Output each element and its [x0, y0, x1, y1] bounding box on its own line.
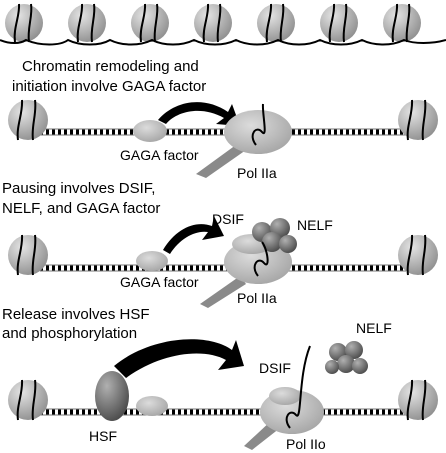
nucleosome [398, 99, 438, 141]
panel-3-caption-line-2: and phosphorylation [2, 325, 137, 342]
panel-1-gaga-label: GAGA factor [120, 147, 199, 163]
panel-1-caption-line-2: initiation involve GAGA factor [12, 78, 206, 95]
nucleosome [194, 3, 232, 43]
panel-2-dsif-label: DSIF [212, 211, 244, 227]
dna-strand [40, 408, 406, 416]
nucleosome [5, 3, 43, 43]
nucleosome [398, 234, 438, 276]
nelf-complex-shape [252, 218, 297, 253]
pol-iia-complex [200, 218, 297, 308]
panel-3-hsf-label: HSF [89, 428, 117, 444]
nucleosome [398, 379, 438, 421]
pol-iio-complex [244, 345, 324, 450]
nucleosome [8, 379, 48, 421]
dna-strand [40, 264, 406, 272]
dna-strand [40, 128, 406, 136]
nucleosome [68, 3, 106, 43]
panel-1-caption-line-1: Chromatin remodeling and [22, 58, 199, 75]
nucleosome [8, 99, 48, 141]
panel-1-pol-label: Pol IIa [237, 165, 277, 181]
panel-3-pol-label: Pol IIo [286, 436, 326, 452]
panel-2-nelf-label: NELF [297, 217, 333, 233]
nelf-released-shape [325, 341, 368, 374]
panel-3-nelf-label: NELF [356, 320, 392, 336]
panel-2-pol-label: Pol IIa [237, 290, 277, 306]
hsf-shape [95, 371, 129, 421]
panel-3-caption-line-1: Release involves HSF [2, 306, 150, 323]
nucleosome [320, 3, 358, 43]
pol-iia-complex [196, 103, 292, 178]
panel-2-caption-line-2: NELF, and GAGA factor [2, 200, 160, 217]
recruitment-arrow [163, 216, 224, 254]
recruitment-arrow [158, 102, 240, 126]
nucleosome [257, 3, 295, 43]
release-arrow [114, 339, 244, 378]
gaga-factor-shape [136, 396, 168, 416]
nucleosome [131, 3, 169, 43]
panel-2-gaga-label: GAGA factor [120, 274, 199, 290]
panel-2-caption-line-1: Pausing involves DSIF, [2, 180, 155, 197]
gaga-factor-shape [136, 251, 168, 271]
nucleosome [8, 234, 48, 276]
panel-3-dsif-label: DSIF [259, 360, 291, 376]
gaga-factor-shape [133, 120, 167, 142]
dsif-shape [269, 387, 301, 405]
nucleosome [383, 3, 421, 43]
chromatin-fiber [0, 3, 446, 46]
